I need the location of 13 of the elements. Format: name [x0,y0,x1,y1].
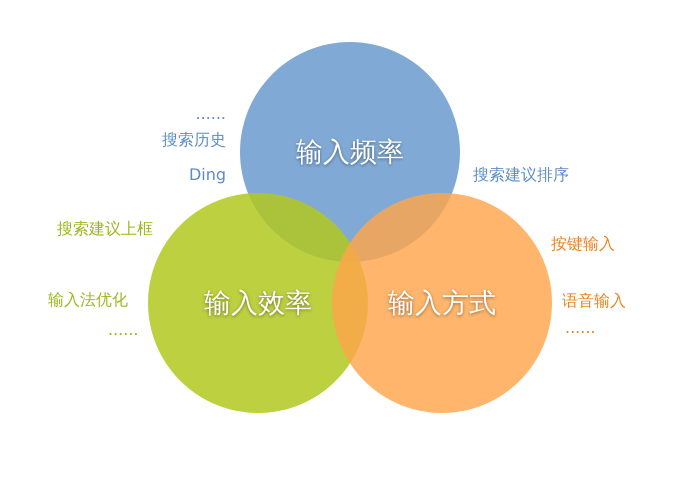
circle-label: 输入频率 [295,136,405,170]
side-label: 输入法优化 [48,290,128,310]
side-label: ...... [108,320,139,340]
side-label: 搜索历史 [162,130,226,150]
side-label: 搜索建议排序 [473,165,569,185]
side-label: ...... [565,318,596,338]
side-label: ...... [195,104,226,124]
side-label: Ding [188,165,226,185]
side-label: 按键输入 [551,234,615,254]
circle-label: 输入效率 [203,287,313,321]
side-label: 语音输入 [562,291,626,311]
side-label: 搜索建议上框 [57,219,153,239]
circle-label: 输入方式 [387,287,497,321]
